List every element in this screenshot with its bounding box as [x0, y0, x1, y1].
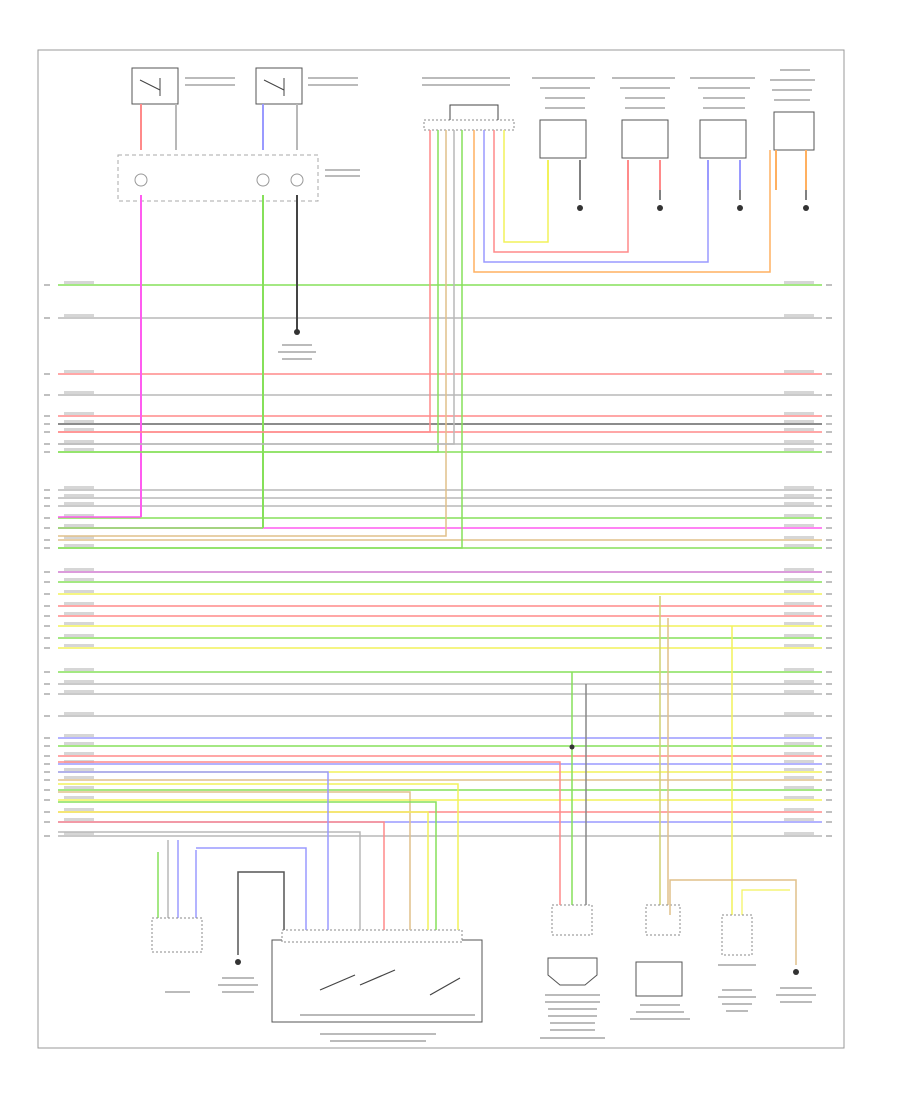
wire-label-right [784, 420, 814, 423]
sensor-box-4 [770, 69, 815, 211]
wire-label-left [64, 391, 94, 394]
wire-label-right [784, 622, 814, 625]
switch-top-left [131, 67, 235, 150]
wire-label-right [784, 634, 814, 637]
wire-label-right [784, 752, 814, 755]
wire-label-right [784, 440, 814, 443]
wire-label-left [64, 712, 94, 715]
sensor-box-3 [690, 77, 755, 211]
wire-label-right [784, 370, 814, 373]
wire-label-left [64, 281, 94, 284]
wire-label-left [64, 486, 94, 489]
ground-label-lines [278, 344, 316, 360]
connector-fan-wires [58, 130, 771, 549]
sensor-box-2 [612, 77, 675, 211]
wire-label-left [64, 734, 94, 737]
wire-label-right [784, 578, 814, 581]
wire-label-left [64, 602, 94, 605]
wire-label-left [64, 502, 94, 505]
wire-label-right [784, 612, 814, 615]
diagram-frame [37, 49, 845, 1049]
control-module-outline [117, 154, 319, 202]
wire-label-left [64, 578, 94, 581]
wire-label-left [64, 768, 94, 771]
ground-connector [151, 840, 203, 993]
wire-label-left [64, 448, 94, 451]
wire-label-left [64, 690, 94, 693]
wire-label-right [784, 690, 814, 693]
wire-label-right [784, 776, 814, 779]
wire-label-right [784, 768, 814, 771]
wire-label-left [64, 428, 94, 431]
wire-label-left [64, 796, 94, 799]
wire-label-left [64, 742, 94, 745]
wire-label-left [64, 818, 94, 821]
wire-label-right [784, 760, 814, 763]
wire-label-right [784, 448, 814, 451]
wire-label-right [784, 590, 814, 593]
wire-label-right [784, 796, 814, 799]
wire-label-left [64, 568, 94, 571]
transmission-range-switch [237, 871, 483, 1042]
wire-label-right [784, 808, 814, 811]
wire-label-left [64, 680, 94, 683]
switch-top-center [255, 67, 358, 150]
wire-label-right [784, 568, 814, 571]
harness-wires [44, 281, 832, 837]
wire-label-left [64, 622, 94, 625]
wire-label-right [784, 486, 814, 489]
wire-label-right [784, 818, 814, 821]
wire-label-left [64, 536, 94, 539]
wire-label-left [64, 544, 94, 547]
wire-label-left [64, 370, 94, 373]
wire-label-right [784, 428, 814, 431]
wire-label-left [64, 668, 94, 671]
wire-label-right [784, 832, 814, 835]
wire-label-right [784, 680, 814, 683]
wire-label-right [784, 281, 814, 284]
wire-label-right [784, 502, 814, 505]
wire-label-right [784, 544, 814, 547]
wire-label-left [64, 440, 94, 443]
wire-label-right [784, 536, 814, 539]
wire-label-right [784, 734, 814, 737]
wire-label-left [64, 524, 94, 527]
wire-label-right [784, 742, 814, 745]
wire-label-left [64, 612, 94, 615]
wire-label-right [784, 668, 814, 671]
wire-label-right [784, 786, 814, 789]
wire-label-left [64, 514, 94, 517]
wire-label-left [64, 752, 94, 755]
wire-label-right [784, 514, 814, 517]
wire-label-left [64, 808, 94, 811]
wire-label-right [784, 391, 814, 394]
wire-label-left [64, 412, 94, 415]
wire-label-right [784, 494, 814, 497]
wire-label-left [64, 644, 94, 647]
wire-label-left [64, 590, 94, 593]
wire-label-right [784, 602, 814, 605]
wire-label-left [64, 832, 94, 835]
wire-label-left [64, 314, 94, 317]
wire-label-left [64, 494, 94, 497]
ground-point-left [218, 880, 258, 993]
wire-label-right [784, 524, 814, 527]
wire-label-left [64, 776, 94, 779]
top-connector [422, 77, 515, 131]
wire-label-left [64, 420, 94, 423]
speed-sensor [630, 904, 690, 1020]
wire-label-right [784, 314, 814, 317]
wire-label-left [64, 634, 94, 637]
pressure-switch [540, 904, 605, 1039]
module-pins [134, 173, 304, 187]
wire-label-right [784, 644, 814, 647]
wire-label-right [784, 712, 814, 715]
wire-label-right [784, 412, 814, 415]
wire-label-left [64, 786, 94, 789]
right-sensor [669, 879, 816, 1012]
sensor-box-1 [532, 77, 595, 211]
range-switch-drops [58, 761, 561, 930]
